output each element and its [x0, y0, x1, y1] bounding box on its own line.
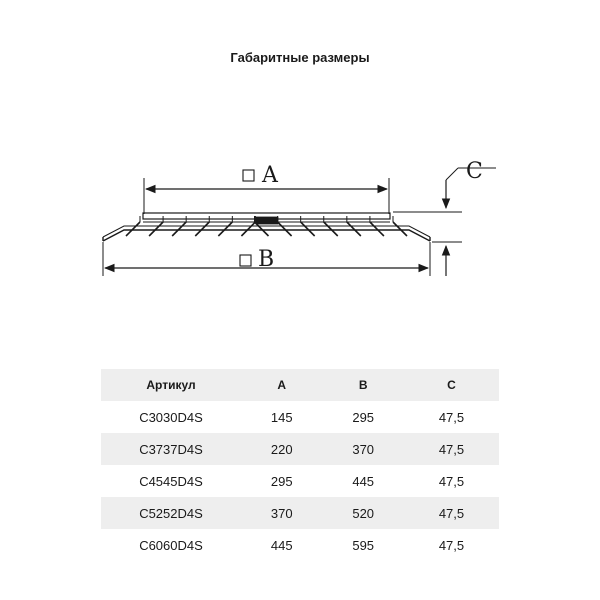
- grille-fin: [346, 221, 362, 237]
- grille-fin: [217, 221, 233, 237]
- dimension-label-b: B: [258, 247, 274, 272]
- page-title: Габаритные размеры: [230, 50, 370, 65]
- table-row: С4545D4S 295 445 47,5: [101, 465, 499, 497]
- cell-b: 520: [352, 505, 375, 521]
- dimension-c: C: [393, 159, 496, 276]
- grille-fin: [194, 221, 210, 237]
- table-row: С6060D4S 445 595 47,5: [101, 529, 499, 561]
- table-row: С5252D4S 370 520 47,5: [101, 497, 499, 529]
- table-row: С3030D4S 145 295 47,5: [101, 401, 499, 433]
- dimension-label-c: C: [466, 159, 483, 184]
- column-header-b: B: [358, 378, 368, 392]
- grille-fin: [148, 221, 164, 237]
- dimension-b: B: [102, 242, 431, 276]
- grille-profile: [102, 212, 431, 242]
- cell-c: 47,5: [438, 441, 465, 457]
- table-header-row: Артикул A B C: [101, 369, 499, 401]
- table-row: С3737D4S 220 370 47,5: [101, 433, 499, 465]
- cell-a: 445: [270, 537, 293, 553]
- cell-a: 370: [270, 505, 293, 521]
- cell-a: 145: [270, 409, 293, 425]
- dimension-drawing: A B C: [102, 159, 496, 276]
- dimension-a: A: [143, 163, 390, 214]
- grille-fin: [240, 221, 256, 237]
- dimension-label-a: A: [261, 163, 279, 188]
- cell-b: 445: [352, 473, 375, 489]
- grille-fin: [277, 221, 293, 237]
- square-symbol-icon: [242, 169, 255, 182]
- cell-article: С3737D4S: [139, 441, 203, 457]
- grille-fin: [392, 221, 408, 237]
- cell-article: С5252D4S: [139, 505, 203, 521]
- cell-c: 47,5: [438, 537, 465, 553]
- cell-c: 47,5: [438, 473, 465, 489]
- cell-article: С4545D4S: [139, 473, 203, 489]
- grille-fin: [253, 221, 270, 237]
- grille-fin: [300, 221, 316, 237]
- cell-article: С3030D4S: [139, 409, 203, 425]
- column-header-article: Артикул: [146, 378, 196, 392]
- column-header-a: A: [277, 378, 287, 392]
- column-header-c: C: [447, 378, 456, 392]
- cell-a: 220: [270, 441, 293, 457]
- grille-fin: [369, 221, 385, 237]
- cell-c: 47,5: [438, 505, 465, 521]
- cell-c: 47,5: [438, 409, 465, 425]
- grille-fin: [125, 221, 141, 237]
- cell-b: 595: [352, 537, 375, 553]
- specs-table: Артикул A B C С3030D4S 145 295 47,5 С373…: [101, 369, 499, 561]
- grille-fin: [323, 221, 339, 237]
- cell-a: 295: [270, 473, 293, 489]
- grille-fin: [171, 221, 187, 237]
- square-symbol-icon: [239, 254, 252, 267]
- cell-article: С6060D4S: [139, 537, 203, 553]
- cell-b: 295: [352, 409, 375, 425]
- cell-b: 370: [352, 441, 375, 457]
